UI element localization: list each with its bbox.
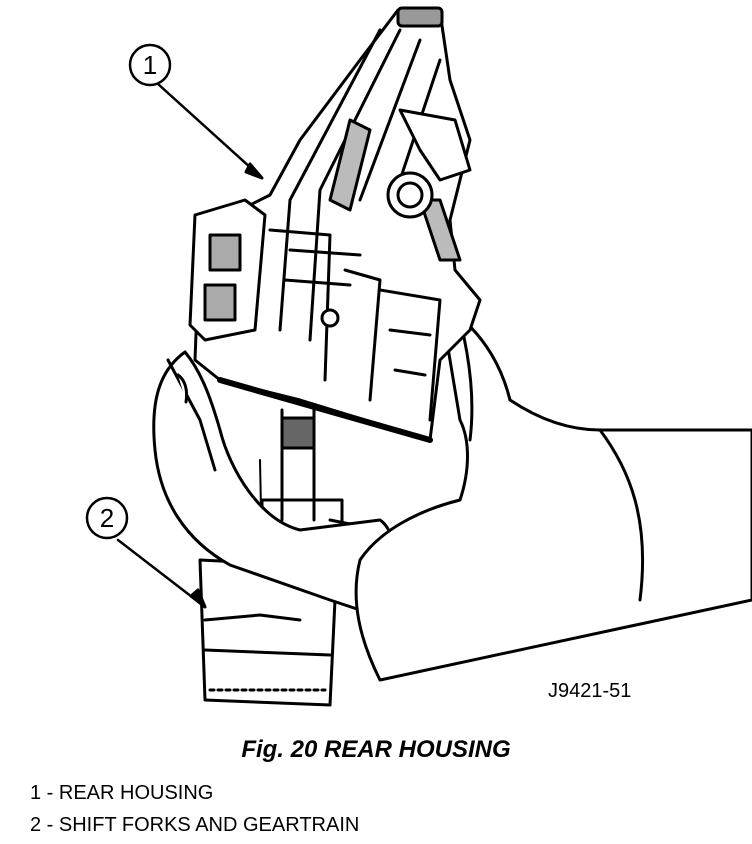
figure-id: J9421-51: [548, 680, 632, 702]
legend: 1 - REAR HOUSING 2 - SHIFT FORKS AND GEA…: [30, 780, 359, 844]
figure-caption: Fig. 20 REAR HOUSING: [241, 736, 511, 763]
callout-2-number: 2: [100, 503, 114, 533]
legend-item-2: 2 - SHIFT FORKS AND GEARTRAIN: [30, 814, 360, 836]
legend-item-1: 1 - REAR HOUSING: [30, 782, 214, 804]
rear-housing: [188, 6, 482, 443]
geartrain-assembly: [198, 408, 387, 707]
callout-2-leader: [85, 496, 207, 609]
callout-1-number: 1: [143, 50, 157, 80]
illustration-svg: 1 2: [85, 6, 752, 707]
rear-housing-illustration: 1 2: [85, 6, 752, 707]
callout-1-leader: [128, 43, 264, 180]
hands-and-arms: [152, 298, 752, 682]
